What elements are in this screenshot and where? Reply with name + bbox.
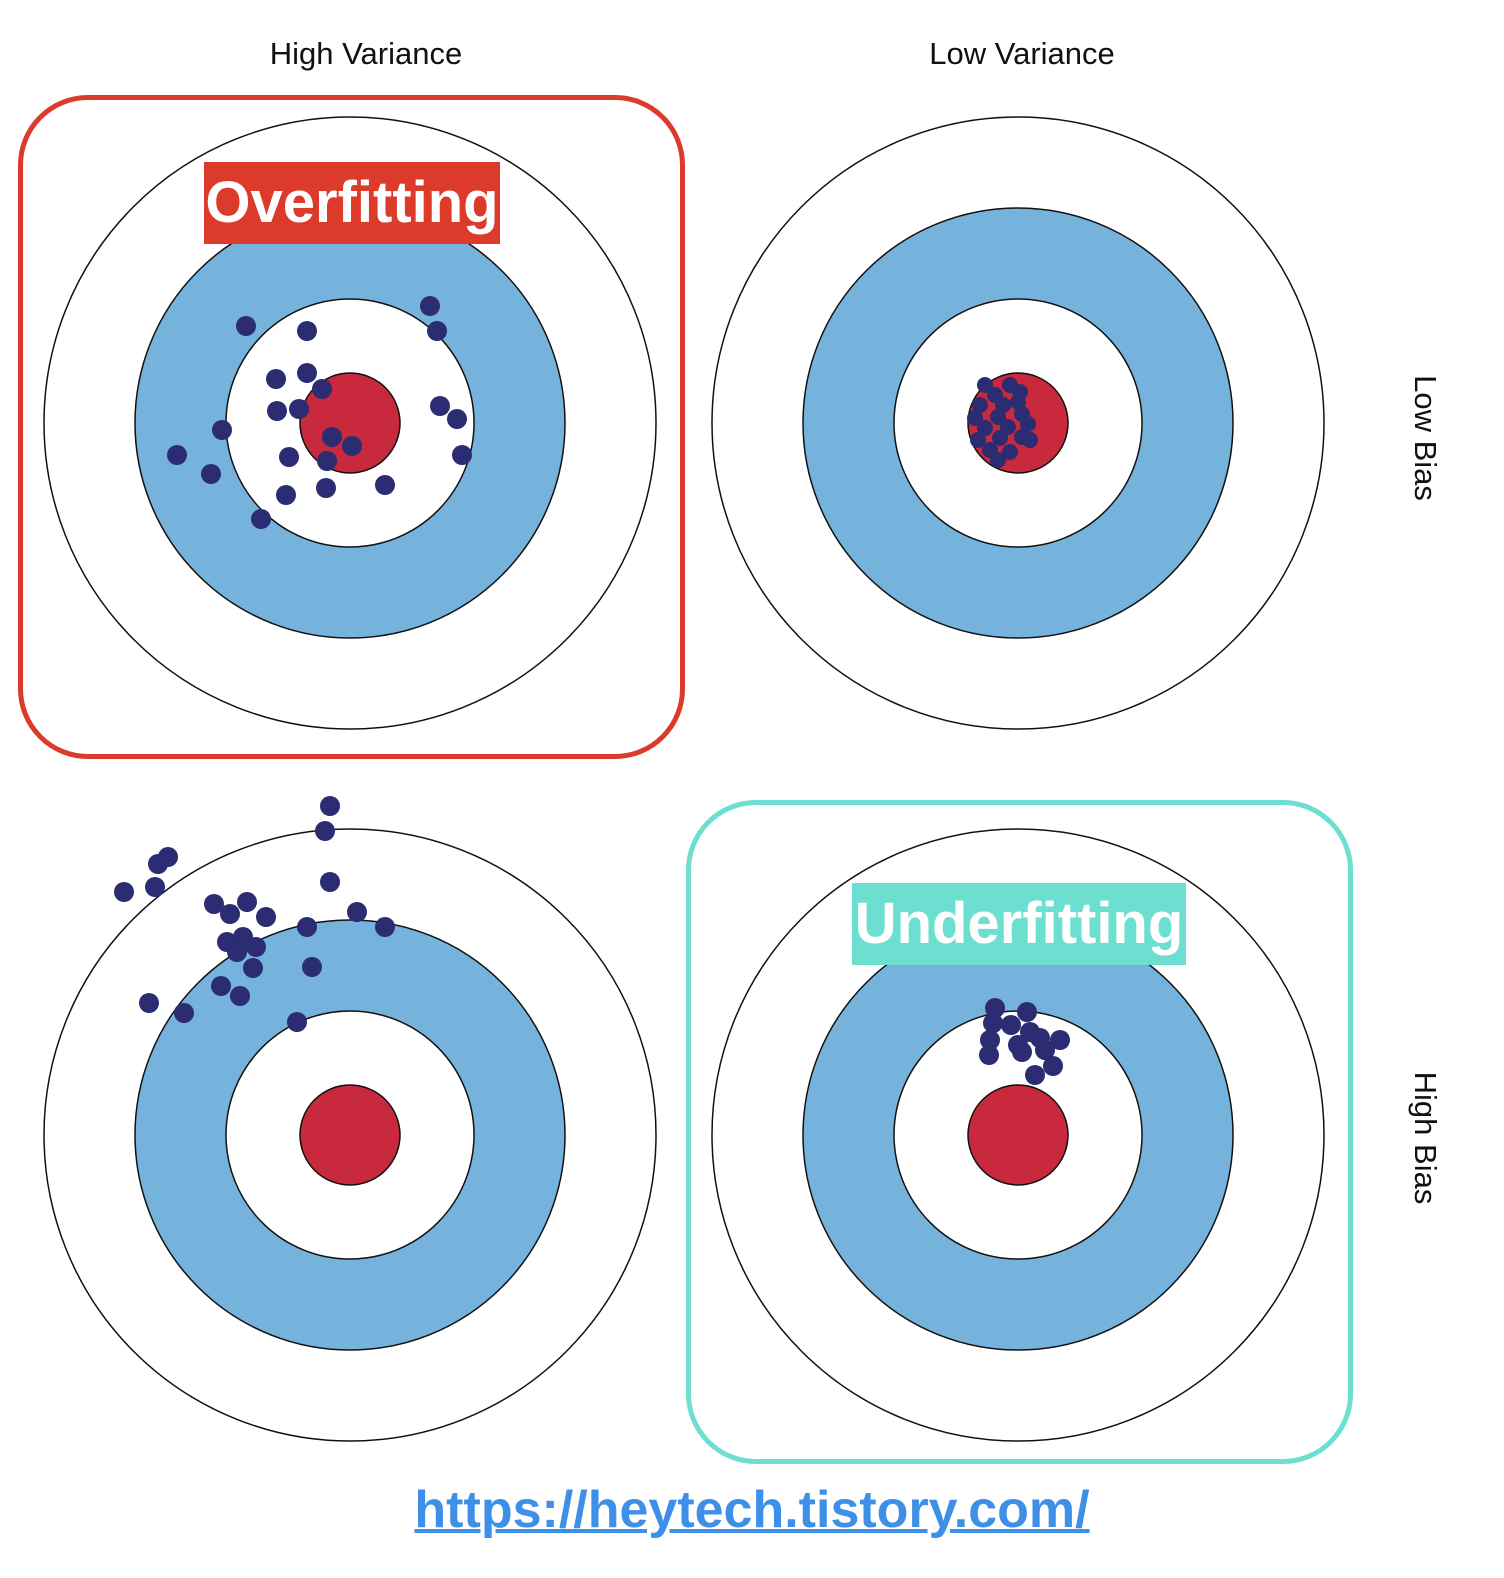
shot-dot: [1035, 1040, 1055, 1060]
shot-dot: [227, 942, 247, 962]
shot-dot: [316, 478, 336, 498]
shot-dot: [1000, 419, 1016, 435]
shot-dot: [992, 430, 1008, 446]
shot-dot: [427, 321, 447, 341]
shot-dot: [211, 976, 231, 996]
shot-dot: [1001, 1015, 1021, 1035]
overfitting-badge: Overfitting: [204, 162, 500, 244]
shot-dot: [139, 993, 159, 1013]
shot-dot: [302, 957, 322, 977]
target-high-variance-high-bias: [43, 828, 657, 1442]
shot-dot: [452, 445, 472, 465]
shot-dot: [420, 296, 440, 316]
shot-dot: [267, 401, 287, 421]
shots-high-variance-high-bias: [114, 796, 395, 1032]
shot-dot: [289, 399, 309, 419]
shot-dot: [1022, 432, 1038, 448]
shot-dot: [201, 464, 221, 484]
shot-dot: [297, 917, 317, 937]
shot-dot: [1043, 1056, 1063, 1076]
shot-dot: [297, 363, 317, 383]
shot-dot: [237, 892, 257, 912]
shots-low-variance-high-bias: [979, 998, 1070, 1085]
underfitting-badge: Underfitting: [852, 883, 1186, 965]
shot-dot: [230, 986, 250, 1006]
shot-dot: [375, 475, 395, 495]
shot-dot: [256, 907, 276, 927]
bullseye: [299, 1084, 401, 1186]
shot-dot: [148, 854, 168, 874]
shot-dot: [322, 427, 342, 447]
shot-dot: [447, 409, 467, 429]
shot-dot: [995, 397, 1011, 413]
source-link[interactable]: https://heytech.tistory.com/: [414, 1481, 1090, 1539]
shot-dot: [985, 998, 1005, 1018]
shot-dot: [990, 452, 1006, 468]
shot-dot: [977, 420, 993, 436]
column-label-low-variance: Low Variance: [929, 36, 1115, 71]
shot-dot: [1002, 444, 1018, 460]
shot-dot: [342, 436, 362, 456]
shot-dot: [1050, 1030, 1070, 1050]
shot-dot: [979, 1045, 999, 1065]
shot-dot: [1025, 1065, 1045, 1085]
shot-dot: [1017, 1002, 1037, 1022]
target-high-variance-low-bias: [43, 116, 657, 730]
shot-dot: [167, 445, 187, 465]
shot-dot: [970, 432, 986, 448]
shot-dot: [315, 821, 335, 841]
shot-dot: [279, 447, 299, 467]
shot-dot: [980, 1030, 1000, 1050]
shot-dot: [220, 904, 240, 924]
shot-dot: [251, 509, 271, 529]
shot-dot: [287, 1012, 307, 1032]
shot-dot: [174, 1003, 194, 1023]
shot-dot: [276, 485, 296, 505]
shot-dot: [967, 410, 983, 426]
shot-dot: [114, 882, 134, 902]
target-low-variance-low-bias: [711, 116, 1325, 730]
shot-dot: [430, 396, 450, 416]
shot-dot: [347, 902, 367, 922]
shot-dot: [983, 1013, 1003, 1033]
shot-dot: [236, 316, 256, 336]
shot-dot: [212, 420, 232, 440]
shots-low-variance-low-bias: [967, 377, 1038, 468]
shot-dot: [243, 958, 263, 978]
shot-dot: [1012, 1042, 1032, 1062]
shot-dot: [312, 379, 332, 399]
shot-dot: [145, 877, 165, 897]
shot-dot: [375, 917, 395, 937]
shot-dot: [990, 409, 1006, 425]
overfitting-frame: [18, 95, 685, 759]
shot-dot: [972, 397, 988, 413]
shot-dot: [320, 872, 340, 892]
shot-dot: [1020, 416, 1036, 432]
shot-dot: [204, 894, 224, 914]
shot-dot: [246, 937, 266, 957]
bullseye: [967, 1084, 1069, 1186]
column-label-high-variance: High Variance: [269, 36, 463, 71]
underfitting-frame: [686, 800, 1353, 1464]
target-low-variance-high-bias: [711, 828, 1325, 1442]
shot-dot: [317, 451, 337, 471]
shot-dot: [320, 796, 340, 816]
shot-dot: [977, 377, 993, 393]
shot-dot: [266, 369, 286, 389]
shot-dot: [297, 321, 317, 341]
shots-high-variance-low-bias: [167, 296, 472, 529]
